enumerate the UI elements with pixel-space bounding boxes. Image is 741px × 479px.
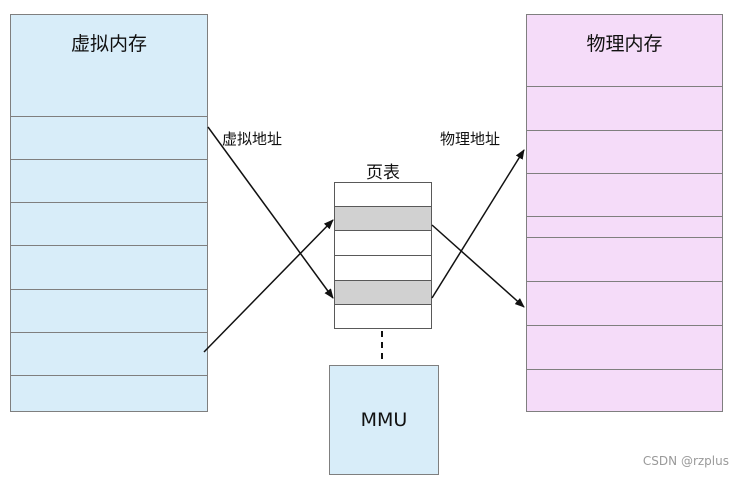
page-table-entry xyxy=(334,230,432,256)
physical-memory-page xyxy=(527,369,722,370)
virtual-memory-page xyxy=(11,116,207,117)
page-table-title: 页表 xyxy=(366,163,400,183)
page-table-entry xyxy=(334,304,432,329)
mmu-box: MMU xyxy=(329,365,439,475)
virtual-memory-page xyxy=(11,332,207,333)
page-table-entry xyxy=(334,182,432,207)
virtual-memory-page xyxy=(11,159,207,160)
virtual-memory-page xyxy=(11,375,207,376)
physical-memory-page xyxy=(527,86,722,87)
physical-memory-page xyxy=(527,325,722,326)
page-table-to-physical-arrow-up xyxy=(431,149,525,299)
virtual-address-label: 虚拟地址 xyxy=(222,130,283,148)
watermark: CSDN @rzplus xyxy=(642,454,729,468)
mmu-label: MMU xyxy=(360,409,408,431)
virtual-memory-block: 虚拟内存 xyxy=(10,14,208,412)
physical-memory-block: 物理内存 xyxy=(526,14,723,412)
virtual-to-page-table-arrow-up xyxy=(203,219,334,353)
physical-memory-page xyxy=(527,173,722,174)
page-table-entry-highlighted xyxy=(334,206,432,231)
page-table-entry-highlighted xyxy=(334,280,432,305)
virtual-to-page-table-arrow-down xyxy=(207,126,334,299)
physical-memory-page xyxy=(527,281,722,282)
virtual-memory-page xyxy=(11,289,207,290)
physical-memory-page xyxy=(527,216,722,217)
physical-memory-page xyxy=(527,130,722,131)
physical-address-label: 物理地址 xyxy=(440,130,501,148)
virtual-memory-page xyxy=(11,202,207,203)
virtual-memory-page xyxy=(11,245,207,246)
page-table xyxy=(334,182,432,329)
physical-memory-page xyxy=(527,237,722,238)
physical-memory-title: 物理内存 xyxy=(586,33,663,55)
virtual-memory-title: 虚拟内存 xyxy=(70,33,147,55)
page-table-to-physical-arrow-down xyxy=(431,224,525,308)
